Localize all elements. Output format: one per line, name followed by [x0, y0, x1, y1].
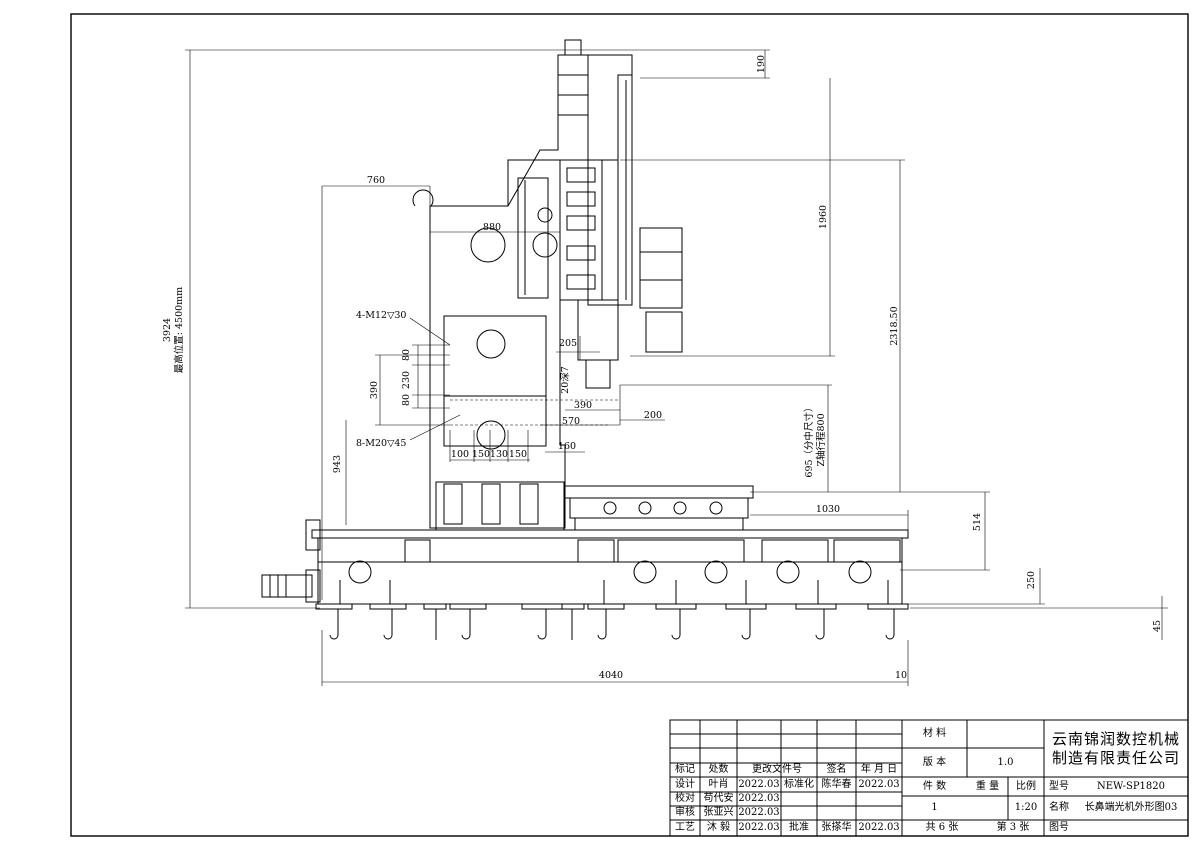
design-name: 叶肖: [708, 778, 729, 790]
model-label: 型号: [1049, 780, 1069, 792]
standardization-date: 2022.03: [858, 778, 900, 790]
name-label: 名称: [1049, 802, 1069, 813]
weight-label: 重 量: [975, 780, 1000, 792]
material-label: 材 料: [922, 728, 947, 739]
dim-390-horizontal: 390: [574, 400, 592, 411]
process-name: 沐 毅: [706, 822, 731, 833]
dim-200: 200: [644, 410, 662, 421]
review-name: 张亚兴: [703, 807, 734, 818]
review-date: 2022.03: [738, 807, 780, 818]
dim-10: 10: [895, 670, 907, 681]
sheet-number: 第 3 张: [996, 822, 1030, 833]
approve-date: 2022.03: [858, 822, 900, 833]
company-line-2: 制造有限责任公司: [1051, 749, 1180, 767]
max-height-note: 最高位置: 4500mm: [173, 287, 185, 373]
standardization-label: 标准化: [784, 778, 814, 790]
dim-390-vertical: 390: [369, 381, 380, 399]
check-date: 2022.03: [738, 793, 780, 804]
hole-spec-top: 4-M12▽30: [356, 310, 406, 321]
dim-570: 570: [562, 416, 580, 427]
machine-column: [412, 110, 619, 531]
scale-value: 1:20: [1014, 802, 1038, 813]
header-date: 年 月 日: [860, 764, 898, 775]
check-name: 苟代安: [703, 793, 734, 804]
dim-250: 250: [1026, 571, 1037, 589]
dim-160: 160: [558, 441, 576, 452]
machine-base: [261, 519, 909, 605]
dim-130: 130: [490, 449, 508, 460]
dim-514: 514: [972, 513, 983, 531]
sheet-count: 共 6 张: [925, 822, 959, 833]
dim-80-a: 80: [401, 349, 412, 361]
dim-205: 205: [559, 338, 577, 349]
dimension-labels: 190 1960 2318.50 3924 最高位置: 4500mm 760 8…: [162, 55, 1163, 681]
hole-spec-bottom: 8-M20▽45: [356, 438, 406, 449]
version-label: 版 本: [922, 757, 947, 768]
count-value: 1: [931, 802, 938, 813]
approve-label: 批准: [789, 822, 809, 833]
header-sign: 签名: [826, 764, 847, 775]
dim-695: 695（分中尺寸）: [803, 402, 815, 477]
title-block-grid: [669, 719, 1189, 837]
headstock: [532, 39, 683, 389]
header-doc-no: 更改文件号: [752, 764, 802, 775]
version-value: 1.0: [997, 757, 1014, 768]
scale-label: 比例: [1016, 780, 1036, 792]
dim-4040: 4040: [599, 670, 623, 681]
dim-80-b: 80: [401, 394, 412, 406]
process-date: 2022.03: [738, 822, 780, 833]
dim-45: 45: [1152, 620, 1163, 632]
header-mark: 标记: [675, 764, 695, 775]
dim-1030: 1030: [816, 504, 840, 515]
drawing-number-label: 图号: [1049, 822, 1069, 833]
design-date: 2022.03: [738, 778, 780, 790]
approve-name: 张搽华: [821, 822, 852, 833]
process-label: 工艺: [675, 822, 695, 833]
dim-100: 100: [451, 449, 469, 460]
review-label: 审核: [675, 807, 695, 818]
dim-20-depth: 20深7: [560, 366, 571, 394]
dim-2318: 2318.50: [889, 306, 900, 345]
count-label: 件 数: [922, 780, 947, 792]
dim-230: 230: [401, 371, 412, 389]
check-label: 校对: [675, 793, 695, 804]
company-name: 云南锦润数控机械 制造有限责任公司: [1044, 722, 1188, 776]
dim-150-a: 150: [472, 449, 490, 460]
dim-3924: 3924: [162, 318, 173, 342]
title-block: 云南锦润数控机械 制造有限责任公司 材 料 版 本 1.0 件 数 重 量 比例…: [670, 720, 1188, 836]
design-label: 设计: [675, 778, 695, 790]
dim-190: 190: [756, 55, 767, 73]
dimension-lines: [185, 49, 1168, 686]
leveling-feet: [315, 580, 909, 640]
dim-943: 943: [332, 455, 343, 473]
dim-880: 880: [483, 222, 501, 233]
z-axis-travel: Z轴行程800: [815, 413, 827, 466]
dim-760: 760: [367, 175, 385, 186]
header-count: 处数: [708, 764, 729, 775]
name-value: 长鼻端光机外形图03: [1084, 802, 1178, 813]
standardization-name: 陈华春: [821, 778, 852, 790]
drawing-frame: [70, 13, 1189, 837]
worktable: [564, 485, 754, 531]
dim-150-b: 150: [509, 449, 527, 460]
dim-1960: 1960: [818, 205, 829, 229]
model-value: NEW-SP1820: [1096, 780, 1165, 792]
company-line-1: 云南锦润数控机械: [1051, 730, 1180, 748]
